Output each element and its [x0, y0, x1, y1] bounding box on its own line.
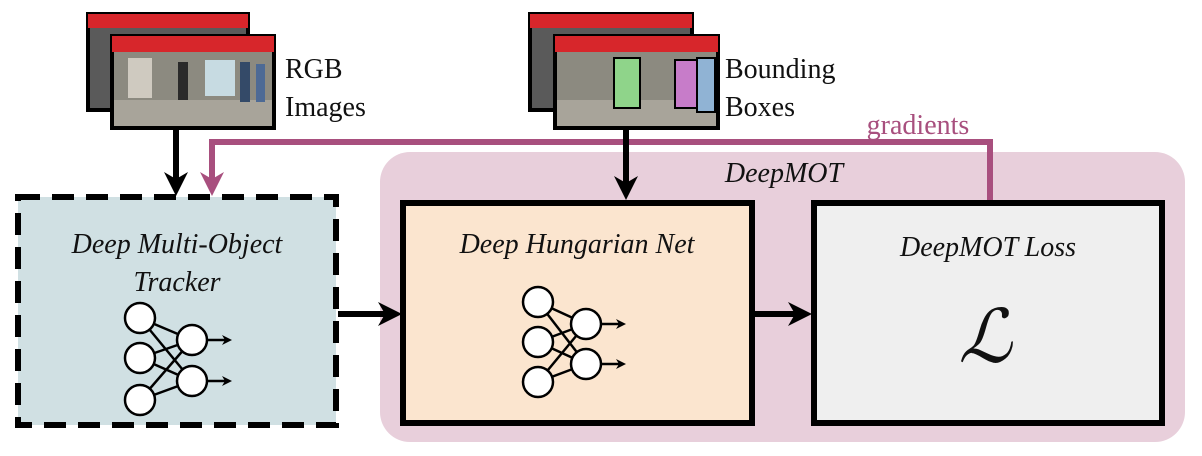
bbox-label-line2: Boxes: [725, 92, 795, 123]
rgb-label-line2: Images: [285, 92, 366, 123]
rgb-images-icon: [86, 12, 276, 130]
neural-net-icon: [521, 285, 626, 399]
bbox-label-line1: Bounding: [725, 54, 835, 85]
tracker-label-line1: Deep Multi-Object: [71, 229, 284, 260]
gradients-label: gradients: [867, 110, 970, 141]
loss-label: DeepMOT Loss: [899, 232, 1076, 263]
hungarian-label: Deep Hungarian Net: [459, 229, 696, 260]
rgb-label-line1: RGB: [285, 54, 343, 85]
gradients-arrow: [200, 139, 993, 200]
neural-net-icon: [123, 301, 232, 417]
loss-symbol: ℒ: [958, 297, 1013, 379]
tracker-label-line2: Tracker: [133, 267, 220, 298]
deepmot-region-label: DeepMOT: [724, 158, 846, 189]
loss-block: [811, 200, 1165, 426]
bounding-boxes-icon: [528, 12, 720, 130]
